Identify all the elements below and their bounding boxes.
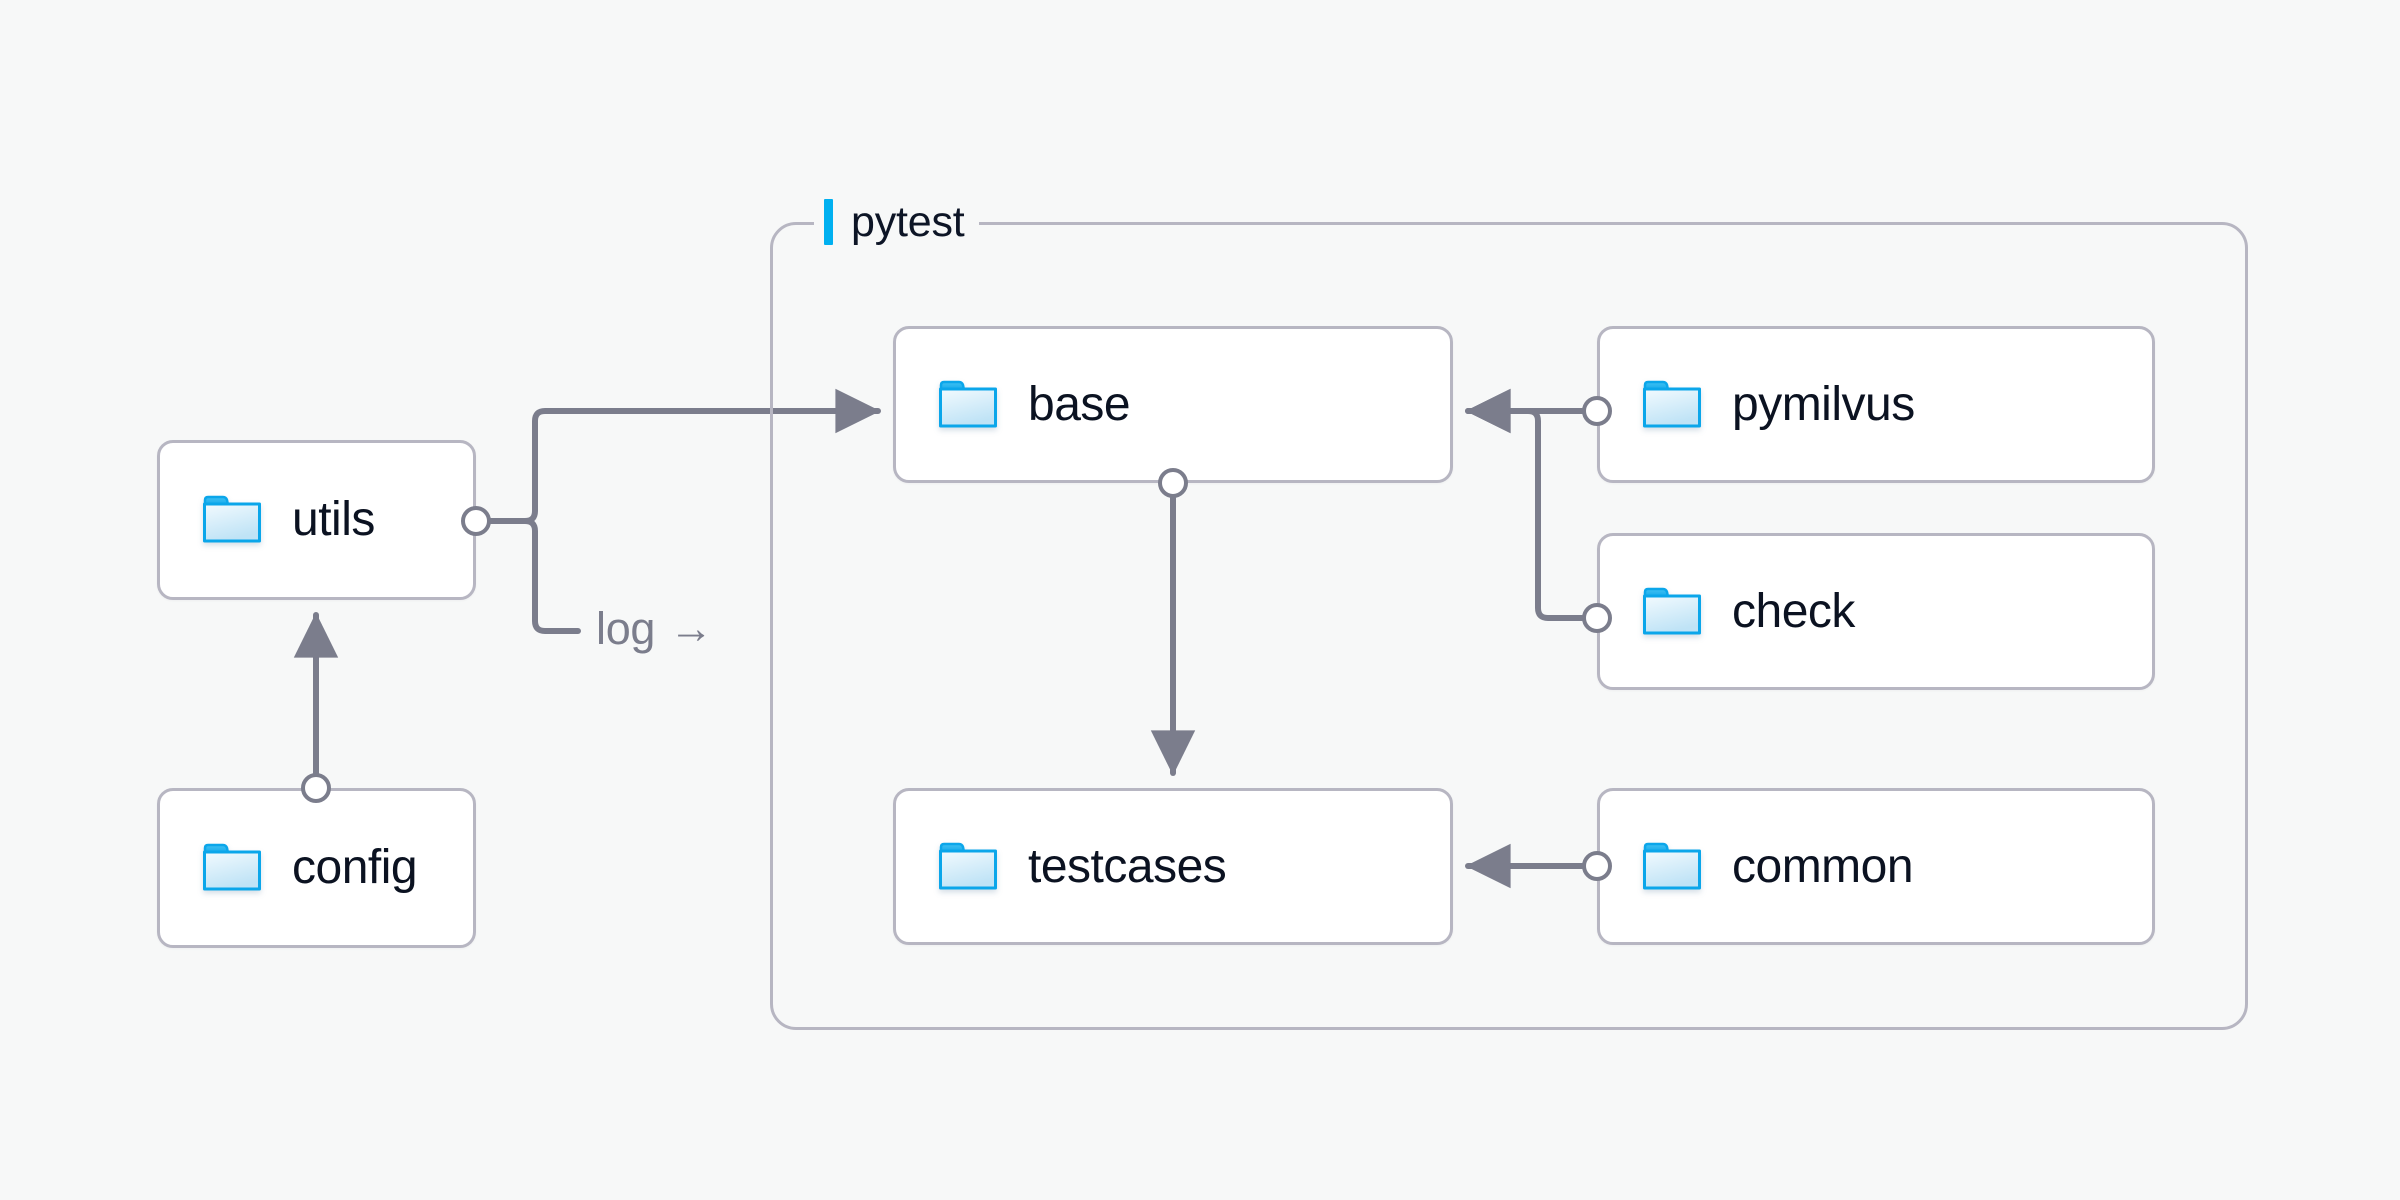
group-label-text: pytest [851,197,965,246]
node-testcases-label: testcases [1028,839,1227,893]
node-config-label: config [292,841,418,894]
handle-config-top[interactable] [301,773,331,803]
node-config[interactable]: config [157,788,476,948]
edge-label-log-text: log [596,603,656,654]
node-pymilvus[interactable]: pymilvus [1597,326,2155,483]
node-common-content: common [1600,839,1914,893]
handle-pymilvus-left[interactable] [1582,396,1612,426]
pytest-group-container[interactable] [770,222,2248,1030]
node-check-content: check [1600,586,1855,638]
node-check-label: check [1732,584,1855,638]
handle-base-bottom[interactable] [1158,468,1188,498]
node-pymilvus-label: pymilvus [1732,377,1915,431]
handle-common-left[interactable] [1582,851,1612,881]
node-utils[interactable]: utils [157,440,476,600]
handle-utils-right[interactable] [461,506,491,536]
node-utils-content: utils [160,494,375,546]
node-check[interactable]: check [1597,533,2155,690]
edge-utils-to-log [522,518,581,634]
pytest-group-label[interactable]: pytest [814,194,979,250]
handle-check-left[interactable] [1582,603,1612,633]
folder-icon [203,843,261,891]
node-testcases[interactable]: testcases [893,788,1453,945]
folder-icon [203,495,261,543]
node-base[interactable]: base [893,326,1453,483]
arrow-right-icon: → [669,603,713,653]
edge-label-log[interactable]: log → [586,606,723,651]
group-accent-bar-icon [824,199,833,245]
folder-icon [1643,842,1701,889]
node-common[interactable]: common [1597,788,2155,945]
folder-icon [939,842,997,889]
node-config-content: config [160,841,418,894]
folder-icon [1643,380,1701,427]
node-base-label: base [1028,377,1131,431]
folder-icon [1643,587,1701,634]
node-common-label: common [1732,839,1914,893]
node-utils-label: utils [292,493,375,546]
folder-icon [939,380,997,427]
node-base-content: base [896,377,1131,431]
node-testcases-content: testcases [896,839,1227,893]
node-pymilvus-content: pymilvus [1600,379,1915,431]
